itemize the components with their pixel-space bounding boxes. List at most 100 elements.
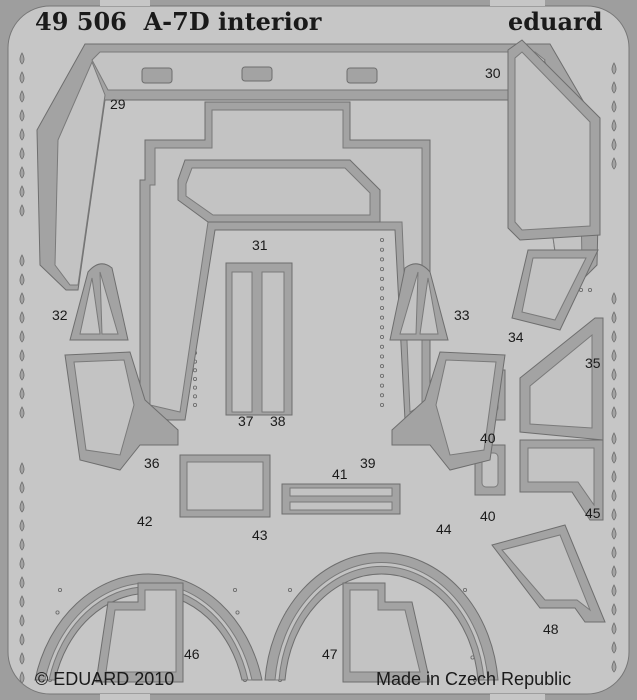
origin-text: Made in Czech Republic — [376, 669, 571, 689]
part-number-37: 37 — [238, 413, 254, 429]
sprue-drop — [19, 185, 25, 198]
rivet — [379, 276, 384, 281]
part-47 — [342, 582, 431, 683]
sprue-drop — [611, 489, 617, 502]
sprue-drop — [19, 538, 25, 551]
part-number-44: 44 — [436, 521, 452, 537]
sprue-drop — [19, 557, 25, 570]
rivet — [588, 287, 593, 292]
sprue-drop — [611, 660, 617, 673]
sprue-drop — [611, 292, 617, 305]
part-number-42: 42 — [137, 513, 153, 529]
sprue-drop — [19, 292, 25, 305]
rivet — [379, 315, 384, 320]
part-31 — [139, 101, 431, 421]
sprue-drop — [19, 109, 25, 122]
rivet — [58, 588, 63, 593]
rivet — [379, 402, 384, 407]
part-number-47: 47 — [322, 646, 338, 662]
sprue-drop — [611, 330, 617, 343]
sprue-drop — [19, 481, 25, 494]
part-48 — [491, 524, 606, 623]
sprue-drop — [19, 254, 25, 267]
sprue-drop — [19, 614, 25, 627]
part-37-38 — [225, 262, 293, 416]
sprue-drop — [19, 349, 25, 362]
sprue-drop — [611, 641, 617, 654]
rivet — [192, 394, 197, 399]
sprue-drop — [19, 273, 25, 286]
sprue-drop — [611, 406, 617, 419]
rivet — [379, 373, 384, 378]
rivet — [192, 376, 197, 381]
sprue-drop — [611, 508, 617, 521]
part-45 — [519, 439, 604, 521]
sprue-drop — [611, 81, 617, 94]
sprue-drop — [19, 166, 25, 179]
part-41 — [281, 483, 401, 515]
part-39 — [391, 351, 506, 471]
sprue-drop — [611, 470, 617, 483]
rivet — [379, 364, 384, 369]
sprue-drop — [19, 147, 25, 160]
sprue-drop — [611, 546, 617, 559]
sprue-drop — [611, 565, 617, 578]
sprue-drop — [19, 311, 25, 324]
sprue-drop — [611, 138, 617, 151]
part-number-33: 33 — [454, 307, 470, 323]
rivet — [192, 402, 197, 407]
fret-title: 49 506 A-7D interior — [35, 7, 322, 36]
part-number-35: 35 — [585, 355, 601, 371]
sprue-drop — [19, 576, 25, 589]
rivet — [379, 383, 384, 388]
part-35 — [519, 317, 604, 441]
rivet — [235, 610, 240, 615]
sprue-drop — [19, 387, 25, 400]
sprue-drop — [611, 603, 617, 616]
part-number-30: 30 — [485, 65, 501, 81]
rivet — [379, 354, 384, 359]
part-43 — [179, 454, 271, 518]
part-number-32: 32 — [52, 307, 68, 323]
sprue-drop — [611, 119, 617, 132]
sprue-drop — [611, 100, 617, 113]
sprue-drop — [611, 387, 617, 400]
sprue-drop — [19, 406, 25, 419]
part-number-40-upper: 40 — [480, 430, 496, 446]
frame-gap — [100, 694, 150, 700]
brand-logo: eduard — [508, 7, 603, 36]
part-number-39: 39 — [360, 455, 376, 471]
rivet — [379, 267, 384, 272]
rivet — [472, 678, 477, 683]
rivet — [192, 368, 197, 373]
rivet — [379, 335, 384, 340]
rivet — [55, 610, 60, 615]
sprue-drop — [611, 622, 617, 635]
frame-gap — [100, 0, 150, 6]
part-33 — [389, 263, 449, 341]
sprue-drop — [19, 671, 25, 684]
rivet — [192, 385, 197, 390]
part-number-38: 38 — [270, 413, 286, 429]
sprue-drop — [19, 500, 25, 513]
rivet — [232, 588, 237, 593]
part-32 — [69, 263, 129, 341]
part-number-36: 36 — [144, 455, 160, 471]
rivet — [379, 257, 384, 262]
rivet — [379, 393, 384, 398]
sprue-drop — [19, 52, 25, 65]
part-number-48: 48 — [543, 621, 559, 637]
sprue-drops — [19, 52, 617, 684]
sprue-drop — [19, 652, 25, 665]
rivet — [379, 305, 384, 310]
copyright-text: © EDUARD 2010 — [35, 669, 174, 689]
sprue-drop — [611, 584, 617, 597]
part-30 — [507, 39, 601, 241]
part-number-41: 41 — [332, 466, 348, 482]
sprue-drop — [611, 451, 617, 464]
rivet — [379, 344, 384, 349]
sprue-drop — [19, 204, 25, 217]
sprue-drop — [611, 527, 617, 540]
part-number-31: 31 — [252, 237, 268, 253]
